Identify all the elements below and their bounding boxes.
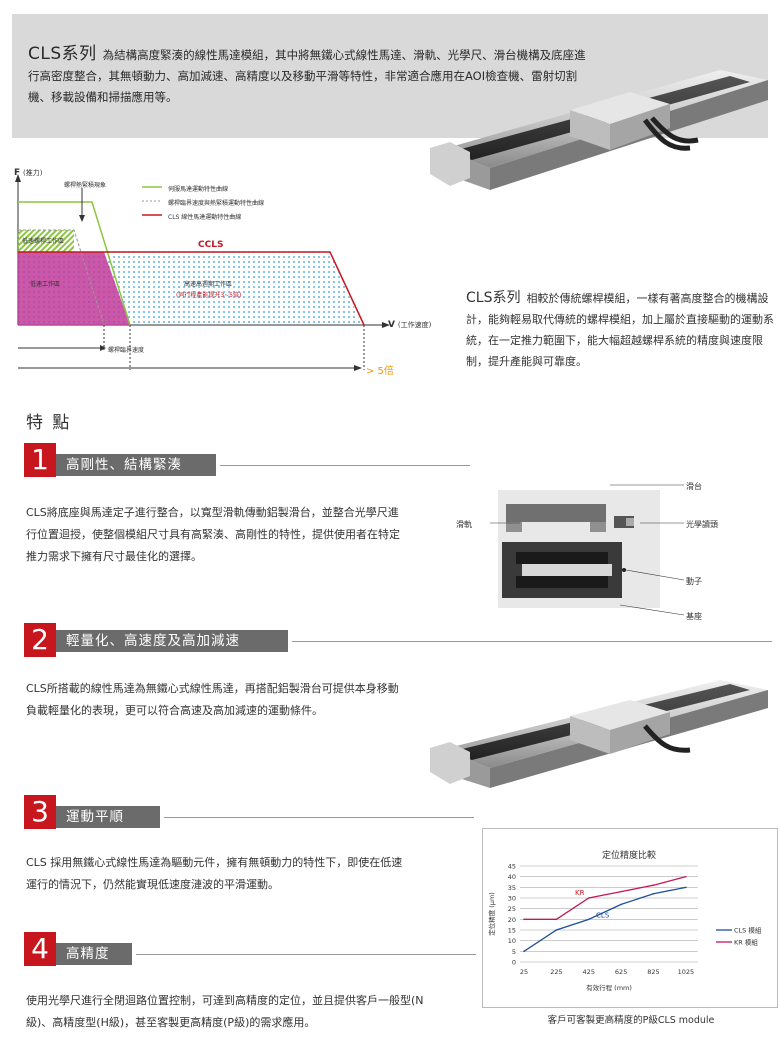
feature-2-divider [292,641,772,642]
inline-label-cls: CLS [596,911,610,919]
y-tick-label: 45 [508,863,516,871]
features-title: 特 點 [26,413,72,433]
multiplier-label: > 5倍 [366,366,394,377]
feature-2-number: 2 [24,623,56,657]
screw-critical-curve [18,229,105,326]
low-speed-zone [18,252,130,325]
x-tick-label: 625 [615,968,627,976]
data-point [620,890,622,893]
data-point [620,903,622,906]
feature-3-divider [164,817,474,818]
data-point [652,892,655,895]
x-tick-label: 825 [647,968,659,976]
y-tick-label: 35 [508,884,516,892]
precision-chart-frame [482,828,778,1008]
x-tick-label: 25 [520,968,528,976]
data-point [555,929,558,931]
zone-high-label: 高速高週期工作區 [184,281,233,288]
data-point [555,918,558,921]
feature-4-divider [136,954,476,955]
data-point [685,886,687,889]
precision-chart-title: 定位精度比較 [601,851,656,861]
label-slide: 滑台 [686,482,702,491]
y-tick-label: 25 [508,905,516,913]
series-line-kr [524,876,687,920]
intro-paragraph: CLS系列為結構高度緊湊的線性馬達模組，其中將無鐵心式線性馬達、滑軌、光學尺、滑… [28,44,588,108]
data-point [652,884,655,886]
data-point [685,875,687,878]
thrust-annotation-top: 螺桿熱緊積現象 [64,182,107,189]
precision-chart: 0 5 10 15 20 25 30 35 40 45 25 225 425 625 825 1025 有效行程… [487,863,762,993]
comparison-text: 相較於傳統螺桿模組，一樣有著高度整合的機構設計，能夠輕易取代傳統的螺桿模組，加上… [466,292,774,368]
label-base: 基座 [686,612,702,621]
legend-screw: 螺桿臨界速度與熱緊積運動特性曲線 [168,200,265,207]
feature-1-title: 高剛性、結構緊湊 [56,454,216,476]
feature-4-title: 高精度 [56,943,132,965]
cls-curve [18,251,365,326]
zone-low-screw-label: 低速螺桿工作區 [22,238,65,245]
y-tick-label: 40 [508,873,516,881]
y-tick-label: 30 [508,895,516,903]
y-tick-label: 0 [512,959,516,967]
cross-section-leaders [490,484,685,616]
y-tick-label: 20 [508,916,516,924]
data-point [587,897,590,899]
data-point [587,918,590,921]
cross-section-image [498,490,660,608]
servo-curve [18,201,131,326]
x-tick-label: 225 [550,968,562,976]
feature-3-text: CLS 採用無鐵心式線性馬達為驅動元件，擁有無頓動力的特性下，即使在低速運行的情… [26,856,403,891]
label-rail: 滑軌 [456,520,472,529]
label-mover: 動子 [686,577,702,586]
thrust-chart [15,174,390,371]
inline-label-kr: KR [575,889,585,897]
comparison-paragraph: CLS系列相較於傳統螺桿模組，一樣有著高度整合的機構設計，能夠輕易取代傳統的螺桿… [466,288,776,372]
product-image-top [430,70,768,190]
x-tick-label: 425 [583,968,595,976]
legend-cls: CLS 線性馬達運動特性曲線 [168,214,242,221]
comparison-series-name: CLS系列 [466,290,521,306]
intro-series-name: CLS系列 [28,44,97,64]
legend-label: KR 模組 [734,938,758,947]
legend-label: CLS 模組 [734,926,762,935]
feature-2-text: CLS所搭載的線性馬達為無鐵心式線性馬達，再搭配鋁製滑台可提供本身移動負載輕量化… [26,682,399,717]
thrust-x-label: V (工作速度) [388,320,432,330]
label-optical: 光學讀頭 [686,520,718,529]
y-tick-label: 5 [512,948,516,956]
x-axis-label: 有效行程 (mm) [586,983,632,992]
feature-1-divider [220,465,470,466]
feature-1-text: CLS將底座與馬達定子進行整合，以寬型滑軌傳動鋁製滑台，並整合光學尺進行位置迴授… [26,506,400,563]
feature-2-title: 輕量化、高速度及高加減速 [56,630,288,652]
feature-4-number: 4 [24,932,56,966]
y-tick-label: 10 [508,937,516,945]
precision-caption: 客戶可客製更高精度的P級CLS module [547,1015,715,1026]
y-axis-label: 定位精度 (μm) [487,892,496,936]
thrust-y-label: F (推力) [14,168,43,178]
intro-text: 為結構高度緊湊的線性馬達模組，其中將無鐵心式線性馬達、滑軌、光學尺、滑台機構及底… [28,48,586,104]
legend-servo: 伺服馬達運動特性曲線 [168,186,229,193]
screw-zone [18,230,74,252]
y-tick-label: 15 [508,927,516,935]
critical-speed-label: 螺桿臨界速度 [108,347,145,354]
product-image-mid [430,680,768,788]
data-point [523,950,525,953]
zone-low-label: 低速工作區 [30,281,61,288]
data-point [523,918,525,921]
feature-3-number: 3 [24,795,56,829]
zone-high-note: (同行程產能提升3~5倍) [176,292,242,299]
feature-4-text: 使用光學尺進行全閉迴路位置控制，可達到高精度的定位，並且提供客戶一般型(N級)、… [26,994,424,1029]
series-line-cls [523,886,686,952]
x-tick-label: 1025 [678,968,695,976]
feature-1-number: 1 [24,443,56,477]
feature-3-title: 運動平順 [56,806,160,828]
cls-tag: CCLS [198,240,224,250]
